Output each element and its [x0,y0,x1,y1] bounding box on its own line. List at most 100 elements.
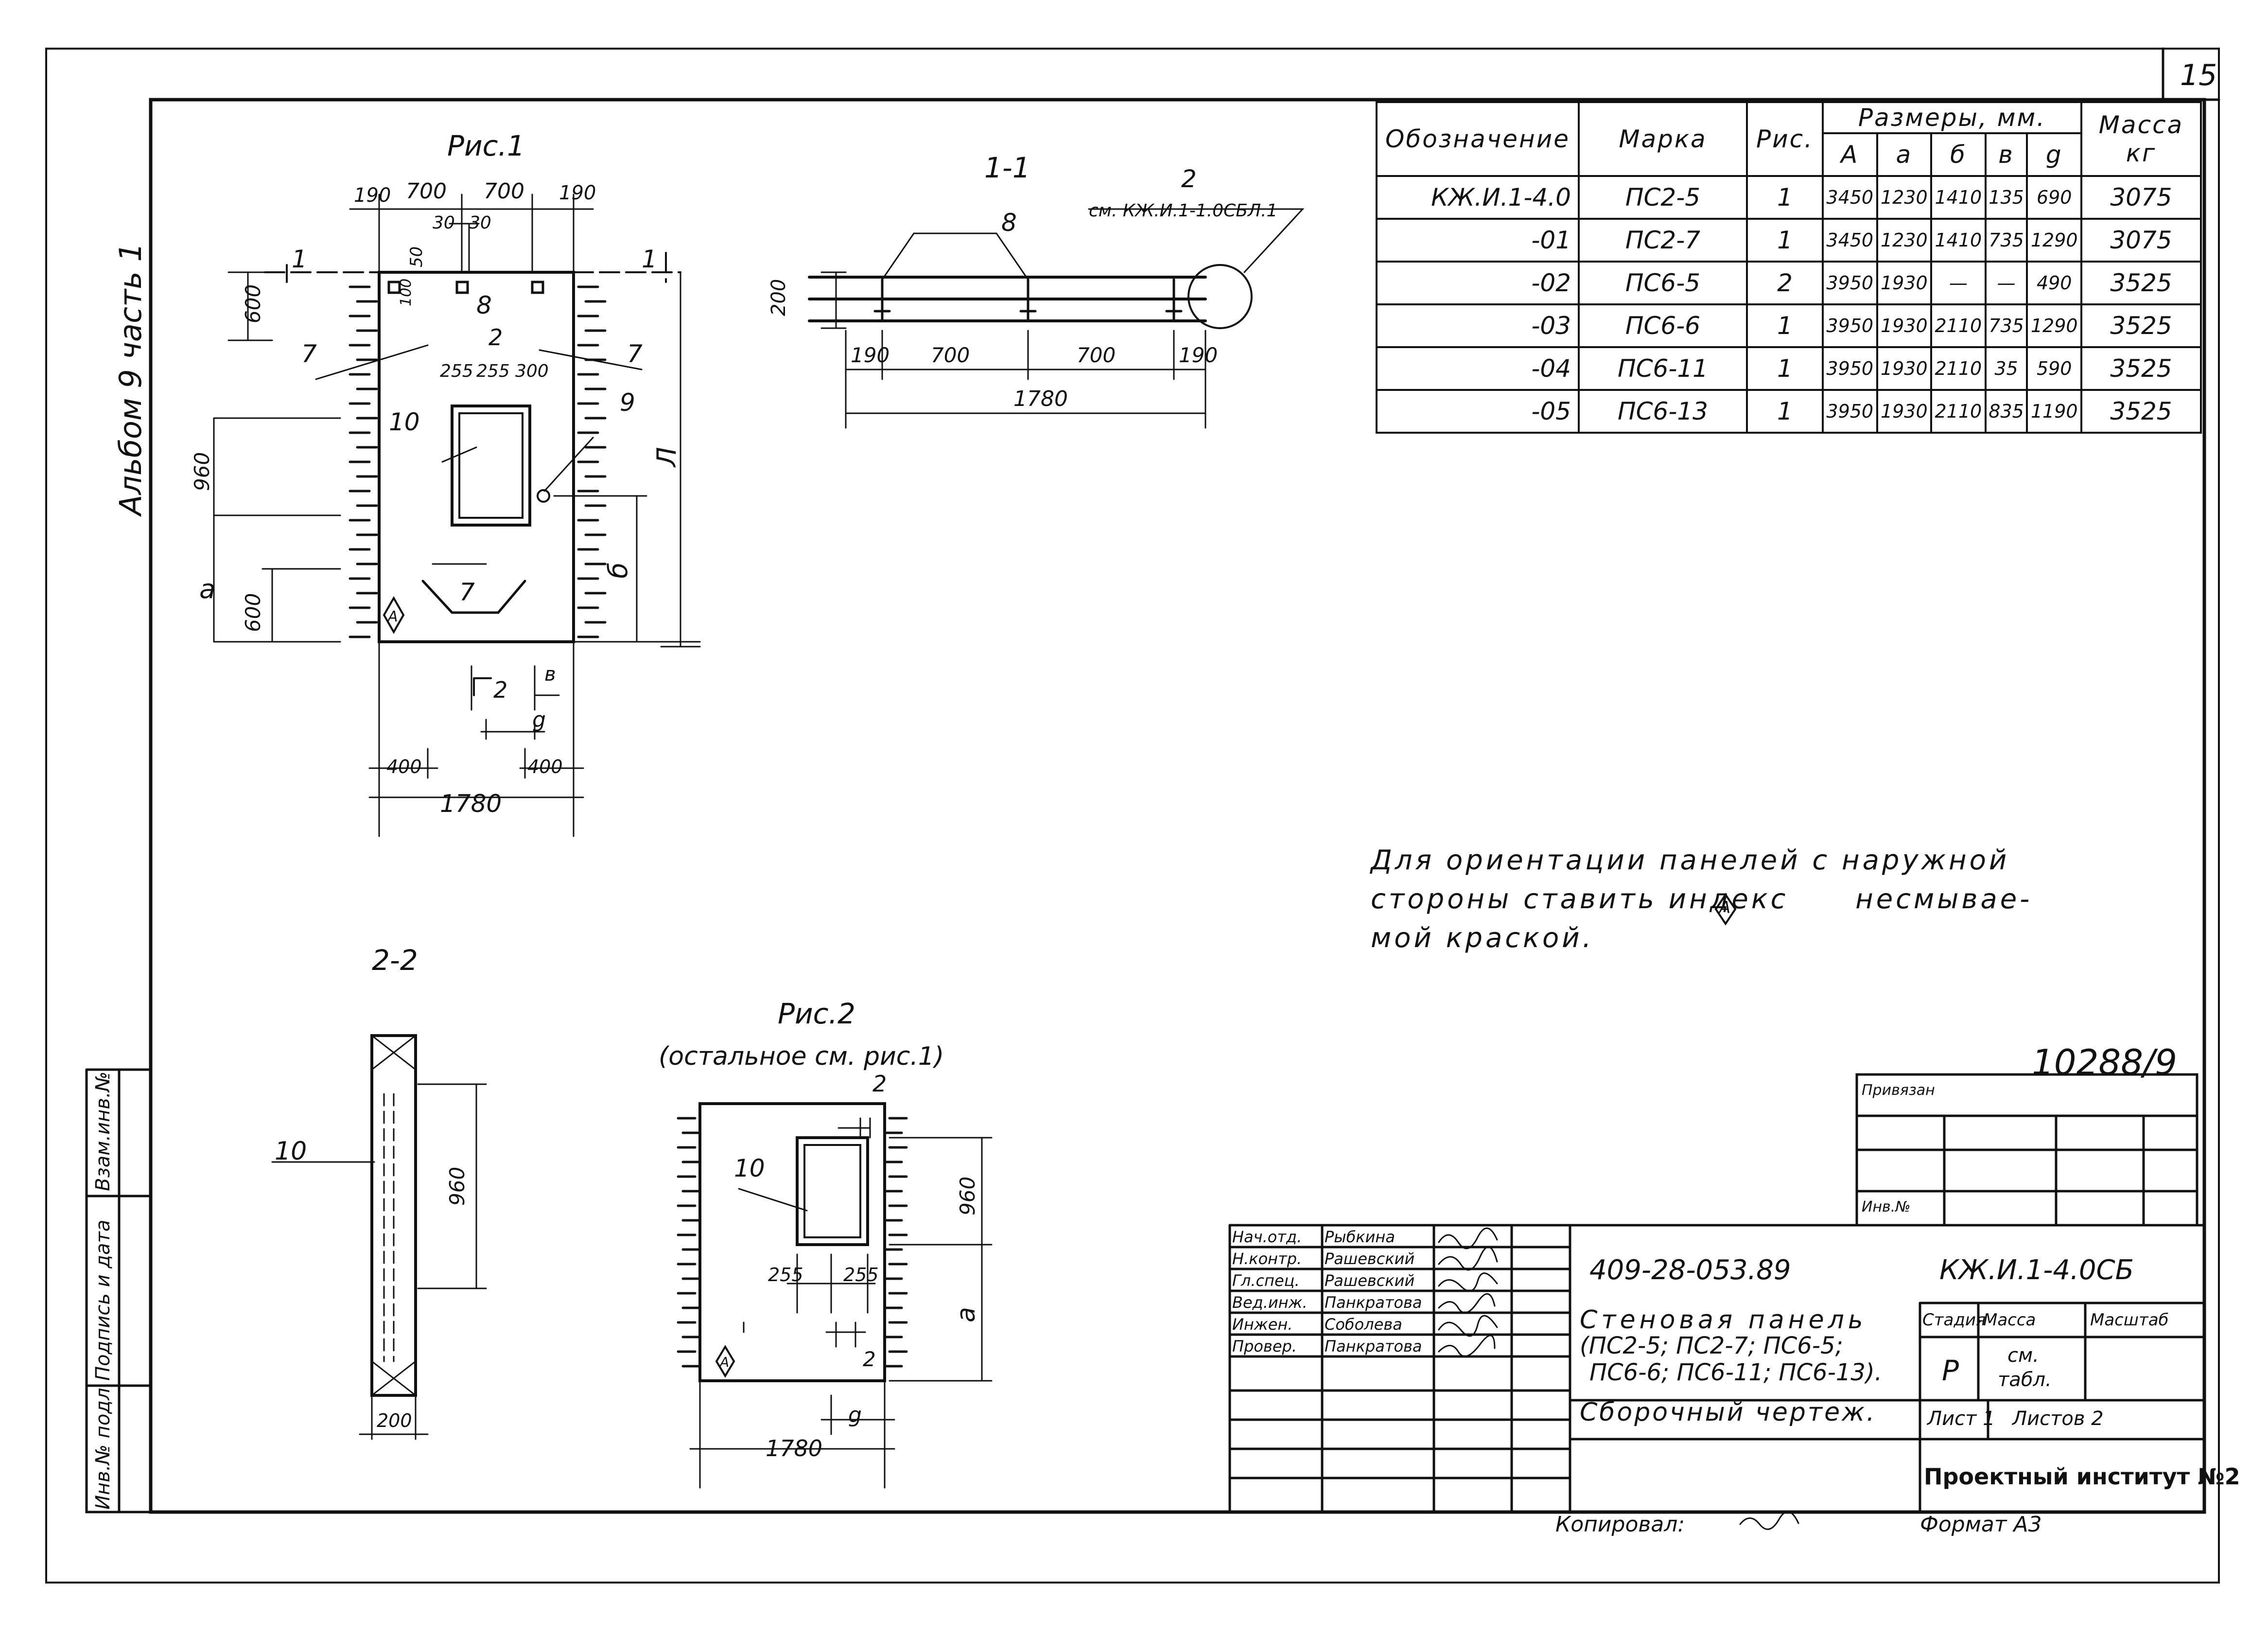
fig1-dim-400-right: 400 [527,756,563,777]
footer-copied: Копировал: [1555,1512,1685,1537]
section-2-2-callout-10: 10 [275,1137,307,1166]
spec-cell: 2110 [1930,389,1987,434]
spec-cell: -03 [1376,303,1580,348]
fig1-callout-10: 10 [389,408,420,436]
fig1-callout-7-right: 7 [627,340,643,368]
fig1-dim-300: 300 [515,361,549,381]
tb-role-0: Нач.отд. [1232,1228,1302,1246]
fig1-dim-700-right: 700 [484,179,524,204]
fig1-callout-2-top: 2 [488,324,503,351]
fig1-dim-1780: 1780 [440,790,502,818]
spec-cell: 3950 [1822,303,1878,348]
spec-cell: 835 [1984,389,2028,434]
spec-cell: -04 [1376,346,1580,391]
footer-format: Формат А3 [1920,1512,2042,1537]
spec-cell: 1190 [2026,389,2082,434]
spec-header-fig: Рис. [1746,101,1824,177]
fig1-letter-L: Л [651,447,682,468]
spec-cell: 3525 [2080,346,2202,391]
tb-doc-code: КЖ.И.1-4.0СБ [1939,1254,2134,1286]
spec-cell: 1 [1746,175,1824,220]
spec-cell: 1 [1746,346,1824,391]
spec-cell: 35 [1984,346,2028,391]
table-row: -04 ПС6-11 1 3950 1930 2110 35 590 3525 [1376,346,2202,391]
spec-header-sizes: Размеры, мм. [1822,101,2082,134]
spec-header-mark: Марка [1578,101,1748,177]
section-1-1-dim-700-right: 700 [1077,343,1116,367]
tb-title-line-1: Стеновая панель [1580,1305,1867,1335]
spec-sub-v: в [1984,132,2028,177]
spec-cell: КЖ.И.1-4.0 [1376,175,1580,220]
spec-cell: 690 [2026,175,2082,220]
spec-sub-g: g [2026,132,2082,177]
tb-title-line-4: Сборочный чертеж. [1580,1398,1877,1427]
spec-header-mass: Масса кг [2080,101,2202,177]
tb-role-4: Инжен. [1232,1315,1293,1334]
fig2-dim-960: 960 [956,1177,979,1215]
table-row: -02 ПС6-5 2 3950 1930 — — 490 3525 [1376,261,2202,305]
spec-cell: 3525 [2080,389,2202,434]
spec-sub-A: А [1822,132,1878,177]
spec-cell: 1 [1746,303,1824,348]
tb-sheet-label: Лист 1 [1927,1408,1995,1430]
spec-cell: 735 [1984,303,2028,348]
tb-role-3: Вед.инж. [1232,1293,1308,1312]
spec-cell: 1410 [1930,218,1987,263]
fig1-dim-600-bottom: 600 [241,593,265,632]
spec-cell: 1930 [1876,303,1933,348]
spec-header-designation: Обозначение [1376,101,1580,177]
section-1-1-dim-190-left: 190 [851,343,890,367]
fig1-callout-2-bottom: 2 [493,677,507,703]
spec-cell: — [1930,261,1987,305]
spec-cell: 1290 [2026,303,2082,348]
fig1-dim-30-a: 30 [433,213,455,233]
fig2-callout-2-bottom: 2 [863,1347,876,1371]
fig2-dim-1780: 1780 [766,1435,822,1461]
fig1-letter-g: g [532,707,546,732]
fig1-dim-400-left: 400 [386,756,422,777]
spec-cell: 3075 [2080,175,2202,220]
fig1-letter-a: а [199,574,215,604]
section-2-2-outline [370,1034,417,1397]
table-row: -03 ПС6-6 1 3950 1930 2110 735 1290 3525 [1376,303,2202,348]
tb-name-0: Рыбкина [1325,1228,1395,1246]
spec-cell: 2 [1746,261,1824,305]
table-row: -05 ПС6-13 1 3950 1930 2110 835 1190 352… [1376,389,2202,434]
spec-cell: 490 [2026,261,2082,305]
spec-cell: 1 [1746,389,1824,434]
spec-cell: ПС6-11 [1578,346,1748,391]
fig1-dim-600-top: 600 [241,284,265,323]
section-2-2-dim-200: 200 [377,1410,412,1431]
fig2-letter-g: g [848,1403,862,1427]
fig2-dim-255-b: 255 [843,1264,879,1285]
tb-name-4: Соболева [1325,1315,1402,1334]
tb-stage-value: Р [1942,1354,1959,1387]
approval-priv-label: Привязан [1862,1082,1935,1099]
spec-cell: 2110 [1930,346,1987,391]
spec-sub-b: б [1930,132,1987,177]
spec-cell: 1290 [2026,218,2082,263]
tb-mass-label: Масса [1983,1310,2036,1330]
section-2-2-title: 2-2 [372,944,418,977]
fig2-callout-10: 10 [734,1154,765,1182]
fig2-panel-outline [698,1102,886,1382]
tb-mass-value-2: табл. [1998,1369,2052,1391]
spec-cell: 3525 [2080,261,2202,305]
fig1-dim-190-right: 190 [559,182,596,204]
inner-frame [149,98,2206,1514]
fig1-letter-v: в [544,663,556,686]
spec-cell: 1930 [1876,389,1933,434]
spec-cell: ПС2-5 [1578,175,1748,220]
fig1-dim-960: 960 [190,452,214,491]
side-stamp-vzam: Взам.инв.№ [92,1072,114,1191]
spec-cell: 1230 [1876,175,1933,220]
spec-cell: 1 [1746,218,1824,263]
stamp-number: 10288/9 [2032,1042,2177,1083]
note-line-2-wrap: стороны ставить индекс несмывае- [1371,880,2129,919]
side-stamp-sign: Подпись и дата [92,1220,114,1381]
table-row: -01 ПС2-7 1 3450 1230 1410 735 1290 3075 [1376,218,2202,263]
spec-cell: 3450 [1822,175,1878,220]
section-1-1-callout-2: 2 [1181,165,1197,193]
spec-cell: — [1984,261,2028,305]
